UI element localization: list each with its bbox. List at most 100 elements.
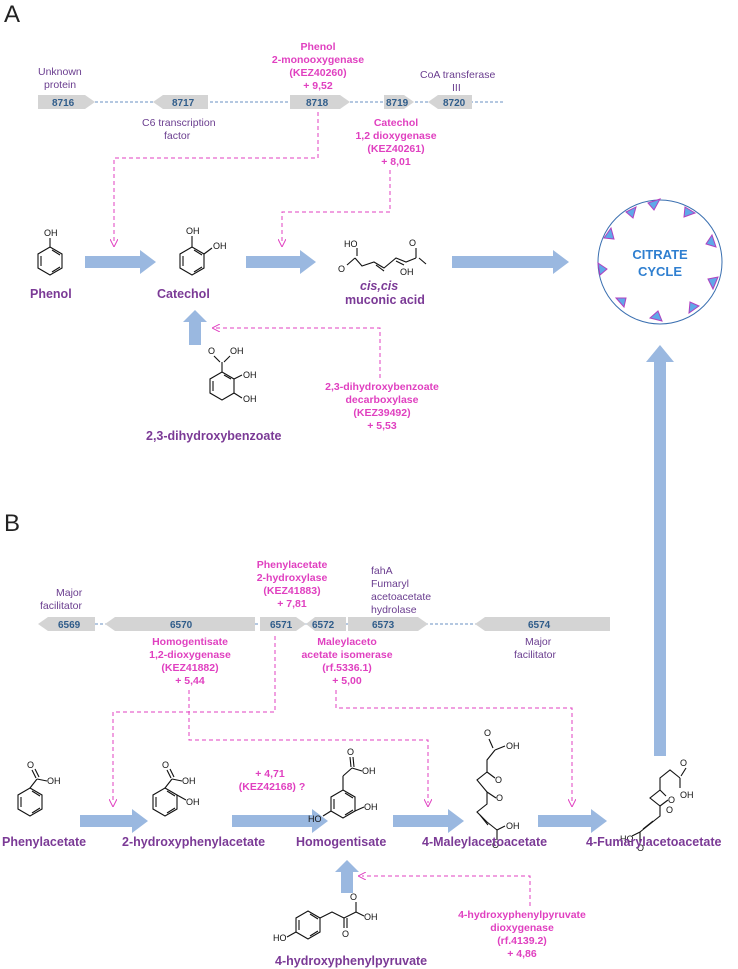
gene-arrow-8720: 8720 [428, 95, 472, 109]
svg-text:6569: 6569 [58, 620, 81, 631]
svg-text:OH: OH [364, 802, 378, 812]
svg-text:6574: 6574 [528, 620, 551, 631]
label-fumarylacetoacetate: 4-Fumarylacetoacetate [586, 835, 722, 849]
enzyme-kez42168: + 4,71 (KEZ42168) ? [239, 768, 306, 793]
svg-text:2-hydroxylase: 2-hydroxylase [257, 572, 328, 584]
arrow-maleyl-fumaryl [538, 809, 607, 833]
svg-text:Homogentisate: Homogentisate [152, 636, 228, 648]
svg-text:O: O [347, 747, 354, 757]
svg-text:+ 5,53: + 5,53 [367, 420, 397, 432]
gene-arrow-6572: 6572 [306, 617, 346, 631]
dhb-structure: O OH OH OH [208, 346, 257, 404]
gene-arrow-6573: 6573 [348, 617, 428, 631]
svg-text:OH: OH [680, 790, 694, 800]
svg-text:(KEZ40261): (KEZ40261) [367, 143, 424, 155]
svg-text:+ 7,81: + 7,81 [277, 598, 307, 610]
svg-text:O: O [162, 760, 169, 770]
enzyme-hpp-dioxygenase: 4-hydroxyphenylpyruvate dioxygenase (rf.… [458, 909, 586, 960]
enzyme-phenylacetate-hydroxylase: Phenylacetate 2-hydroxylase (KEZ41883) +… [257, 559, 328, 610]
svg-text:HO: HO [620, 834, 634, 844]
svg-text:1,2 dioxygenase: 1,2 dioxygenase [355, 130, 436, 142]
dashed-arrow-to-phenol-step [114, 112, 319, 243]
svg-text:Maleylaceto: Maleylaceto [317, 636, 377, 648]
gene-arrow-8717: 8717 [153, 95, 208, 109]
arrow-phenol-catechol [85, 250, 156, 274]
annot-coa-iii: III [452, 82, 461, 94]
svg-text:HO: HO [308, 814, 322, 824]
svg-text:4-hydroxyphenylpyruvate: 4-hydroxyphenylpyruvate [458, 909, 586, 921]
label-dhb: 2,3-dihydroxybenzoate [146, 429, 281, 443]
hpp-structure: HO O O OH [273, 892, 378, 943]
svg-text:OH: OH [506, 741, 520, 751]
arrow-dhb-catechol [183, 310, 207, 345]
svg-text:6571: 6571 [270, 620, 293, 631]
svg-text:OH: OH [47, 776, 61, 786]
arrow-hpa-hg [232, 809, 328, 833]
svg-text:OH: OH [44, 228, 58, 238]
annot-c6: C6 transcription [142, 117, 216, 129]
svg-text:dioxygenase: dioxygenase [490, 922, 554, 934]
enzyme-dhb-decarboxylase: 2,3-dihydroxybenzoate decarboxylase (KEZ… [325, 381, 439, 432]
citrate-line-1: CITRATE [632, 247, 688, 262]
svg-text:Phenylacetate: Phenylacetate [257, 559, 328, 571]
phenol-structure: OH [37, 228, 63, 276]
svg-text:OH: OH [243, 394, 257, 404]
annot-hydrolase: hydrolase [371, 604, 417, 616]
arrow-hpp-hg [335, 860, 359, 893]
arrow-hg-maleyl [393, 809, 464, 833]
enzyme-homogentisate-dioxygenase: Homogentisate 1,2-dioxygenase (KEZ41882)… [149, 636, 231, 687]
annot-factor: factor [164, 130, 191, 142]
svg-text:OH: OH [400, 267, 414, 277]
citrate-line-2: CYCLE [638, 264, 682, 279]
label-cis-cis: cis,cis [360, 279, 398, 293]
label-phenol: Phenol [30, 287, 72, 301]
citrate-cycle-circle [597, 198, 723, 325]
annot-major-right: Major [525, 636, 552, 648]
dashed-arrow-pa-step [113, 636, 276, 803]
svg-text:+ 4,86: + 4,86 [507, 948, 537, 960]
svg-text:O: O [680, 758, 687, 768]
svg-text:O: O [342, 929, 349, 939]
svg-text:(KEZ42168) ?: (KEZ42168) ? [239, 781, 306, 793]
panel-letter-b: B [4, 510, 20, 537]
gene-arrow-6574: 6574 [475, 617, 610, 631]
svg-text:OH: OH [362, 766, 376, 776]
svg-text:O: O [666, 805, 673, 815]
dashed-arrow-to-catechol-step [282, 170, 391, 243]
gene-arrow-6571: 6571 [260, 617, 306, 631]
svg-text:O: O [495, 775, 502, 785]
svg-text:OH: OH [230, 346, 244, 356]
hpa-structure: O OH OH [152, 760, 200, 817]
svg-text:OH: OH [213, 241, 227, 251]
annot-unknown: Unknown [38, 66, 82, 78]
catechol-structure: OH OH [179, 226, 227, 276]
gene-arrow-8716: 8716 [38, 95, 95, 109]
fumarylacetoacetate-structure: O OH O O HO O [620, 758, 694, 853]
panel-letter-a: A [4, 1, 20, 28]
svg-text:8718: 8718 [306, 98, 329, 109]
svg-text:1,2-dioxygenase: 1,2-dioxygenase [149, 649, 231, 661]
annot-fumaryl: Fumaryl [371, 578, 409, 590]
svg-text:8716: 8716 [52, 98, 75, 109]
svg-text:O: O [27, 760, 34, 770]
dashed-arrow-hg-step [188, 690, 428, 803]
svg-text:O: O [208, 346, 215, 356]
gene-arrow-8718: 8718 [290, 95, 350, 109]
label-phenylacetate: Phenylacetate [2, 835, 86, 849]
svg-text:Phenol: Phenol [300, 41, 335, 53]
arrow-pa-hpa [80, 809, 148, 833]
svg-text:OH: OH [182, 776, 196, 786]
enzyme-maleylacetoacetate-isomerase: Maleylaceto acetate isomerase (rf.5336.1… [301, 636, 392, 687]
muconic-acid-structure: HO O O OH [338, 238, 427, 277]
svg-text:+ 9,52: + 9,52 [303, 80, 333, 92]
annot-facilitator-right: facilitator [514, 649, 557, 661]
svg-text:+ 5,00: + 5,00 [332, 675, 362, 687]
svg-text:decarboxylase: decarboxylase [346, 394, 419, 406]
dashed-arrow-hpp-step [362, 876, 531, 906]
svg-text:6570: 6570 [170, 620, 193, 631]
svg-text:OH: OH [364, 912, 378, 922]
svg-text:6572: 6572 [312, 620, 335, 631]
svg-text:OH: OH [506, 821, 520, 831]
svg-text:acetate isomerase: acetate isomerase [301, 649, 392, 661]
